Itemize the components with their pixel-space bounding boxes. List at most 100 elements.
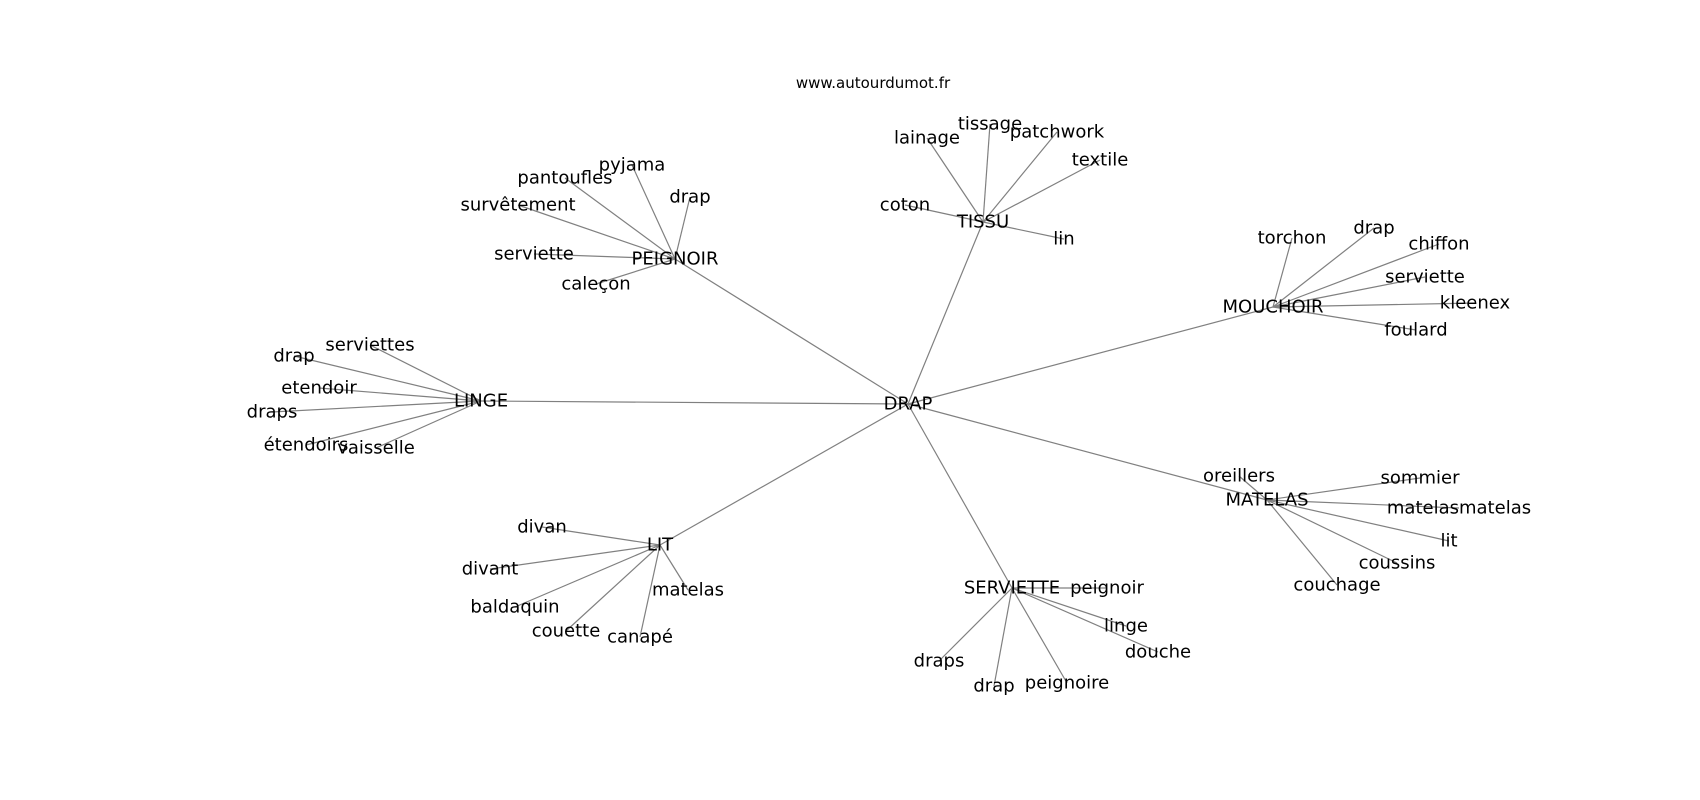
edge-linge-l_serviettes [369,344,482,402]
node-li-canape: canapé [607,627,673,648]
edge-serviette-s_drap [993,587,1013,687]
edge-lit-li_divant [489,544,661,570]
edge-matelas-ma_matelasmatelas [1266,499,1460,509]
edge-peignoir-p_survetement [517,204,676,260]
node-peignoir: PEIGNOIR [632,249,719,270]
node-p-pyjama: pyjama [599,155,666,176]
edge-peignoir-p_serviette [533,253,676,260]
edge-peignoir-p_calecon [595,258,676,285]
edge-lit-li_couette [565,544,661,632]
edge-matelas-ma_oreillers [1238,475,1268,501]
node-li-divant: divant [462,559,519,580]
node-l-etendoirs: étendoirs [264,435,349,456]
edge-tissu-t_lainage [926,137,984,223]
edge-mouchoir-m_serviette [1272,276,1426,308]
edge-serviette-s_draps [938,587,1013,662]
edge-serviette-s_peignoire [1011,587,1068,684]
node-s-linge: linge [1104,616,1148,637]
node-m-torchon: torchon [1258,228,1327,249]
node-p-drap: drap [669,187,710,208]
node-p-survetement: survêtement [460,195,575,216]
node-li-matelas: matelas [652,580,724,601]
graph-nodes: DRAP TISSU MOUCHOIR PEIGNOIR LINGE LIT SERVIET… [247,114,1531,697]
edge-linge-l_vaisselle [375,400,482,449]
edge-tissu-t_tissage [982,123,991,223]
edge-drap_c-peignoir [674,258,909,405]
edge-drap_c-mouchoir [907,306,1274,405]
site-url: www.autourdumot.fr [796,74,951,92]
node-l-draps: draps [247,402,298,423]
edge-lit-li_baldaquin [514,544,661,608]
node-p-pantoufles: pantoufles [517,168,612,189]
node-s-douche: douche [1125,642,1191,663]
edge-mouchoir-m_foulard [1272,306,1417,331]
node-s-peignoir: peignoir [1070,578,1144,599]
edge-mouchoir-m_chiffon [1272,243,1440,308]
edge-mouchoir-m_torchon [1272,237,1293,308]
node-t-tissage: tissage [958,114,1022,135]
node-l-serviettes: serviettes [325,335,414,356]
node-p-calecon: caleçon [561,274,630,295]
node-ma-sommier: sommier [1381,468,1461,489]
node-l-drap: drap [273,346,314,367]
node-li-divan: divan [517,517,567,538]
node-li-baldaquin: baldaquin [470,597,559,618]
edge-lit-li_matelas [659,544,689,591]
node-s-peignoire: peignoire [1025,673,1109,694]
node-m-drap: drap [1353,218,1394,239]
node-s-draps: draps [914,651,965,672]
node-m-chiffon: chiffon [1408,234,1469,255]
node-linge: LINGE [454,391,508,412]
node-t-textile: textile [1072,150,1129,171]
node-ma-coussins: coussins [1359,553,1436,574]
edge-linge-l_drap [293,355,482,402]
node-li-couette: couette [532,621,601,642]
node-t-lin: lin [1053,229,1074,250]
edge-lit-li_divan [541,526,661,546]
node-ma-oreillers: oreillers [1203,466,1275,487]
edge-matelas-ma_coussins [1266,499,1398,564]
node-m-kleenex: kleenex [1440,293,1511,314]
edge-matelas-ma_sommier [1266,477,1421,501]
node-ma-matelasmatelas: matelasmatelas [1387,498,1531,519]
edge-linge-l_etendoirs [305,400,482,446]
edge-tissu-t_textile [982,159,1101,223]
edge-mouchoir-m_kleenex [1272,302,1476,308]
node-matelas: MATELAS [1226,490,1309,511]
edge-peignoir-p_pantoufles [564,177,676,260]
edge-drap_c-linge [480,400,909,405]
node-t-lainage: lainage [894,128,960,149]
edge-tissu-t_lin [982,221,1065,240]
edge-serviette-s_douche [1011,587,1159,653]
node-m-serviette: serviette [1385,267,1465,288]
node-drap-c: DRAP [884,394,933,415]
edge-drap_c-serviette [907,403,1013,589]
node-s-drap: drap [973,676,1014,697]
node-m-foulard: foulard [1384,320,1447,341]
node-t-patchwork: patchwork [1010,122,1105,143]
node-ma-couchage: couchage [1293,575,1380,596]
node-l-vaisselle: vaisselle [337,438,415,459]
node-l-etendoir: etendoir [281,378,357,399]
edge-peignoir-p_drap [674,196,691,260]
edge-tissu-t_patchwork [982,131,1058,223]
edge-mouchoir-m_drap [1272,227,1375,308]
node-mouchoir: MOUCHOIR [1223,297,1324,318]
edge-linge-l_etendoir [318,387,482,402]
edge-matelas-ma_couchage [1266,499,1338,586]
edge-tissu-t_coton [904,204,984,223]
node-t-coton: coton [880,195,930,216]
edge-matelas-ma_lit [1266,499,1450,542]
edge-drap_c-lit [659,403,909,546]
edge-lit-li_canape [639,544,661,638]
node-p-serviette: serviette [494,244,574,265]
edge-linge-l_draps [271,400,482,413]
edge-peignoir-p_pyjama [631,164,676,260]
node-serviette: SERVIETTE [964,578,1060,599]
edge-drap_c-matelas [907,403,1268,501]
edge-drap_c-tissu [907,221,984,405]
node-tissu: TISSU [956,212,1009,233]
node-lit: LIT [647,535,674,556]
graph-edges [271,123,1476,687]
